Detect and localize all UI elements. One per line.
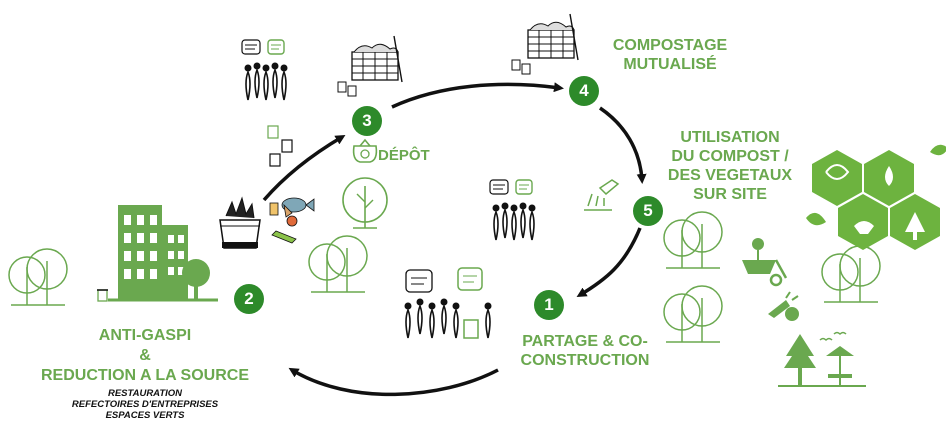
recycle-bag-icon	[352, 138, 378, 163]
cooking-pot-icon	[219, 196, 261, 249]
people-icon	[242, 40, 288, 100]
people-icon	[490, 180, 536, 240]
tree-icon	[663, 211, 723, 269]
step-1-badge: 1	[534, 290, 564, 320]
wheelbarrow-icon	[742, 238, 788, 287]
trash-bin-icon	[337, 81, 357, 97]
compost-bin-icon	[351, 35, 403, 83]
step-3-badge: 3	[352, 106, 382, 136]
tree-icon	[821, 245, 881, 303]
step-2-badge: 2	[234, 284, 264, 314]
vegetables-icon	[768, 291, 799, 321]
step-5-label: UTILISATION DU COMPOST / DES VEGETAUX SU…	[667, 129, 793, 203]
step-2-sublabels: RESTAURATION REFECTOIRES D'ENTREPRISES E…	[71, 388, 219, 421]
food-waste-icon	[269, 197, 315, 244]
step-1-label: PARTAGE & CO- CONSTRUCTION	[520, 333, 650, 369]
compost-bin-icon	[527, 13, 579, 61]
park-icon	[778, 331, 866, 387]
tree-icon	[8, 248, 68, 306]
trash-bin-icon	[97, 289, 108, 302]
arrow-5-to-1	[576, 227, 642, 298]
trash-bin-icon	[267, 125, 293, 167]
step-4-label: COMPOSTAGE MUTUALISÉ	[612, 37, 728, 73]
arrow-1-to-2	[288, 367, 499, 397]
tree-icon	[342, 177, 388, 229]
people-icon	[403, 267, 493, 339]
step-5-badge: 5	[633, 196, 663, 226]
step-2-label: ANTI-GASPI & REDUCTION A LA SOURCE	[41, 327, 249, 384]
arrow-4-to-5	[599, 106, 647, 184]
building-icon	[108, 205, 218, 302]
trash-bin-icon	[511, 59, 531, 75]
watering-can-icon	[584, 179, 620, 211]
step-4-badge: 4	[569, 76, 599, 106]
arrow-3-to-4	[391, 82, 564, 109]
tree-icon	[308, 235, 368, 293]
nature-hexagons-icon	[806, 144, 946, 250]
arrow-2-to-3	[262, 134, 346, 202]
tree-icon	[663, 285, 723, 343]
step-3-label: DÉPÔT	[378, 147, 430, 164]
